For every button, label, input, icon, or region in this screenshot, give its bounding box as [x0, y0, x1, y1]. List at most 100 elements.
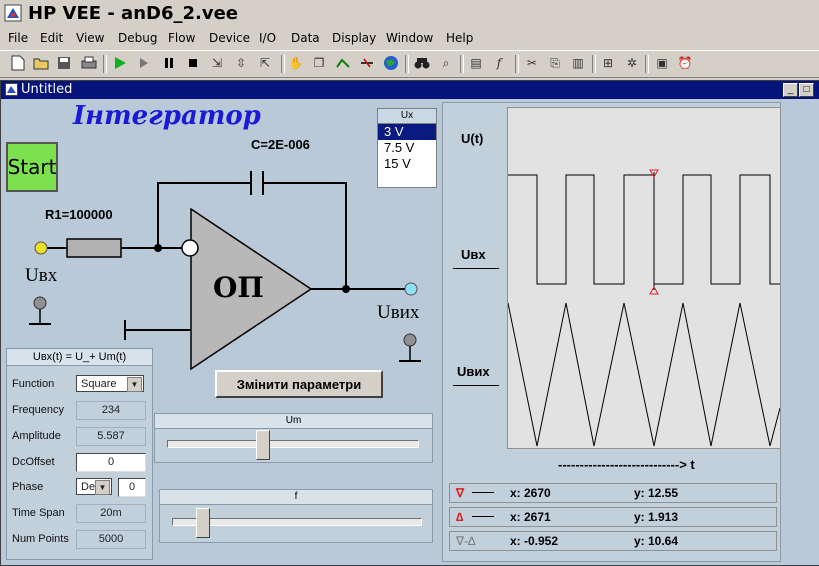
save-icon[interactable]: [56, 55, 72, 71]
new-file-icon[interactable]: [10, 55, 26, 71]
formula-icon[interactable]: f: [496, 56, 502, 70]
menu-file[interactable]: File: [8, 31, 29, 45]
menu-edit[interactable]: Edit: [40, 31, 64, 45]
menu-device[interactable]: Device: [209, 31, 251, 45]
trace-divider: [453, 385, 499, 386]
window-title-bar: Untitled _ □: [1, 81, 819, 99]
ux-option[interactable]: 15 V: [384, 156, 411, 171]
app-title: HP VEE - anD6_2.vee: [28, 3, 238, 24]
opamp-triangle: [190, 207, 313, 371]
ux-voltage-list: Ux 3 V 7.5 V 15 V: [377, 108, 437, 188]
um-slider-track[interactable]: [167, 440, 419, 448]
f-slider-track[interactable]: [172, 518, 422, 526]
uout-label: Uвих: [377, 302, 420, 323]
app-title-bar: HP VEE - anD6_2.vee: [0, 0, 819, 28]
waveform-display: U(t) Uвх Uвих --------------------------…: [442, 102, 781, 562]
integrator-circuit-diagram: [29, 171, 421, 371]
function-label: Function: [12, 378, 55, 390]
settings-icon[interactable]: ✲: [626, 56, 638, 70]
uin-label: Uвх: [25, 265, 58, 286]
toolbar-separator: [645, 55, 649, 73]
menu-data[interactable]: Data: [291, 31, 320, 45]
delta-x: x: -0.952: [510, 534, 559, 548]
step-icon[interactable]: [136, 55, 152, 71]
ux-option[interactable]: 3 V: [378, 124, 436, 140]
properties-icon[interactable]: ▤: [470, 56, 482, 70]
junction-dot: [342, 285, 350, 293]
frequency-value: 234: [76, 401, 146, 420]
marker-up-icon[interactable]: ∆: [456, 510, 464, 524]
uout-triangle-trace: [507, 302, 781, 447]
pause-icon[interactable]: [161, 55, 177, 71]
marker-row-delta: ∇-∆ x: -0.952 y: 10.64: [449, 531, 777, 551]
resistor: [66, 238, 122, 258]
restore-button[interactable]: □: [799, 83, 814, 97]
step-out-icon[interactable]: ⇱: [259, 56, 271, 70]
plot-area[interactable]: [507, 107, 781, 449]
graph-x-axis-label: ----------------------------> t: [558, 457, 695, 472]
step-over-icon[interactable]: ⇳: [235, 56, 247, 70]
marker1-y: y: 12.55: [634, 486, 679, 500]
open-folder-icon[interactable]: [33, 55, 49, 71]
menu-debug[interactable]: Debug: [118, 31, 158, 45]
window-icon: [5, 83, 18, 96]
toolbar: ⇲ ⇳ ⇱ ✋ ❐ ⌕ ▤ f ✂ ⎘ ▥ ⊞ ✲ ▣ ⏰: [0, 50, 819, 78]
capacitor-label: C=2E-006: [251, 137, 310, 152]
copy-object-icon[interactable]: ❐: [313, 56, 325, 70]
binoculars-icon[interactable]: [414, 55, 430, 71]
dcoffset-input[interactable]: 0: [76, 453, 146, 472]
menu-io[interactable]: I/O: [259, 31, 277, 45]
align-icon[interactable]: ⊞: [602, 56, 614, 70]
uin-square-trace: [508, 174, 780, 285]
feedback-wire: [157, 182, 251, 248]
uin-probe-icon: [33, 296, 47, 310]
marker-row-2: ∆ x: 2671 y: 1.913: [449, 507, 777, 527]
uout-trace-label: Uвих: [457, 364, 490, 379]
cut-icon[interactable]: ✂: [526, 56, 538, 70]
ux-option[interactable]: 7.5 V: [384, 140, 415, 155]
minimize-button[interactable]: _: [783, 83, 798, 97]
menu-view[interactable]: View: [76, 31, 105, 45]
run-icon[interactable]: [112, 55, 128, 71]
phase-unit-select[interactable]: Deg▼: [76, 478, 112, 495]
delta-icon: ∇-∆: [456, 534, 476, 548]
opamp-label: ОП: [213, 271, 264, 304]
panel-view-icon[interactable]: ▣: [656, 56, 668, 70]
hand-icon[interactable]: ✋: [288, 56, 304, 70]
output-terminal: [404, 282, 418, 296]
menu-flow[interactable]: Flow: [168, 31, 196, 45]
stop-icon[interactable]: [185, 55, 201, 71]
chevron-down-icon: ▼: [95, 480, 110, 495]
phase-input[interactable]: 0: [118, 478, 146, 497]
window-title: Untitled: [21, 82, 73, 97]
step-into-icon[interactable]: ⇲: [211, 56, 223, 70]
amplitude-label: Amplitude: [12, 430, 61, 442]
print-icon[interactable]: [81, 55, 97, 71]
connect-icon[interactable]: [335, 55, 351, 71]
delete-line-icon[interactable]: [359, 55, 375, 71]
phase-label: Phase: [12, 481, 44, 493]
menu-window[interactable]: Window: [386, 31, 434, 45]
f-slider-thumb[interactable]: [195, 508, 210, 538]
paste-icon[interactable]: ▥: [572, 56, 584, 70]
copy-icon[interactable]: ⎘: [550, 55, 560, 70]
change-parameters-button[interactable]: Змінити параметри: [215, 370, 383, 398]
line-style-icon: [472, 516, 494, 517]
marker-down-icon[interactable]: ∇: [456, 486, 465, 500]
marker1-x: x: 2670: [510, 486, 551, 500]
timer-icon[interactable]: ⏰: [677, 56, 693, 70]
menu-display[interactable]: Display: [332, 31, 377, 45]
start-button[interactable]: Start: [6, 142, 58, 192]
menu-help[interactable]: Help: [446, 31, 474, 45]
f-slider-label: f: [160, 490, 432, 505]
menu-bar: File Edit View Debug Flow Device I/O Dat…: [0, 28, 819, 48]
junction-dot: [154, 244, 162, 252]
opamp-inverting-input: [181, 239, 199, 257]
find-icon[interactable]: ⌕: [442, 55, 450, 70]
uin-trace-label: Uвх: [461, 247, 486, 262]
globe-icon[interactable]: [383, 55, 399, 71]
function-select[interactable]: Square▼: [76, 375, 144, 392]
um-slider-thumb[interactable]: [256, 430, 270, 460]
toolbar-separator: [460, 55, 464, 73]
ux-list-header: Ux: [378, 109, 436, 124]
